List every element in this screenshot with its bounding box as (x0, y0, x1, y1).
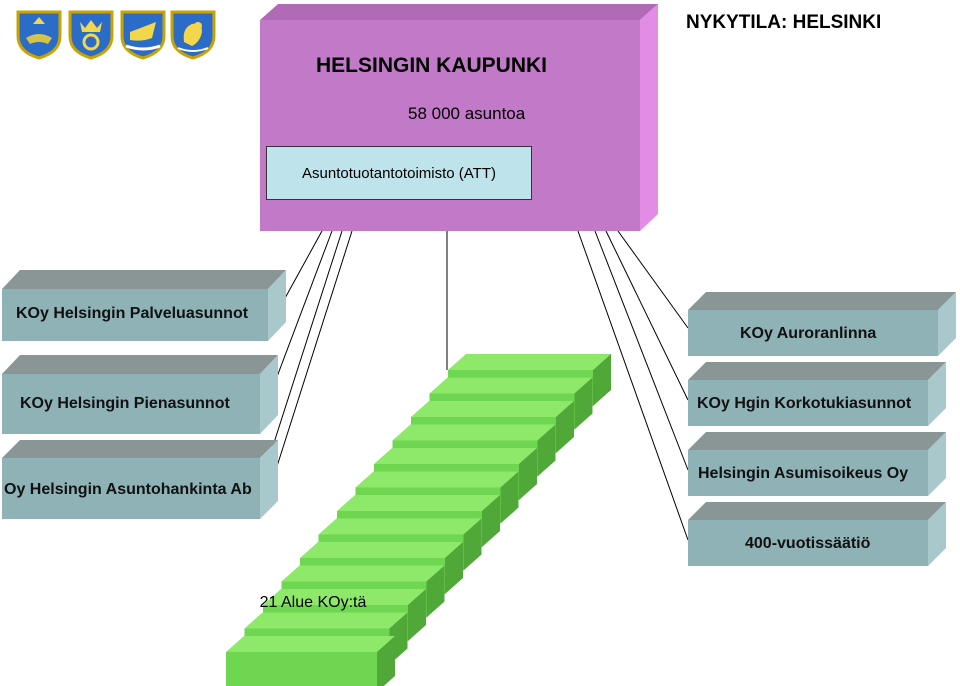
crests (16, 10, 216, 60)
right-box-2 (688, 362, 946, 426)
main-box-subtitle: 58 000 asuntoa (408, 104, 526, 123)
area-companies-stack (226, 354, 611, 686)
area-company-box (226, 636, 395, 686)
connector-line (577, 230, 689, 541)
right-box-1 (688, 292, 956, 356)
connector-line (617, 230, 689, 329)
connector-line (261, 230, 343, 481)
squirrel-crest-icon (170, 10, 216, 60)
left-boxes (2, 270, 286, 519)
connector-line (605, 230, 689, 401)
connector-line (283, 230, 323, 301)
connector-line (271, 230, 333, 391)
main-box-top (260, 4, 658, 20)
ship-crest-icon (120, 10, 166, 60)
crown-crest-icon (68, 10, 114, 60)
main-box-title: HELSINGIN KAUPUNKI (316, 54, 548, 77)
connector-line (594, 230, 689, 471)
page-title: NYKYTILA: HELSINKI (686, 12, 882, 33)
connector-lines (261, 230, 689, 541)
right-company-3: Helsingin Asumisoikeus Oy (698, 465, 909, 482)
left-company-2: KOy Helsingin Pienasunnot (20, 395, 230, 412)
connector-line (271, 230, 353, 483)
left-box-1 (2, 270, 286, 341)
left-box-2 (2, 355, 278, 434)
helsinki-crest-icon (16, 10, 62, 60)
right-box-4 (688, 502, 946, 566)
area-companies-label: 21 Alue KOy:tä (259, 594, 367, 611)
left-company-1: KOy Helsingin Palveluasunnot (16, 305, 249, 322)
office-box: Asuntotuotantotoimisto (ATT) (266, 146, 532, 200)
left-company-3: Oy Helsingin Asuntohankinta Ab (4, 481, 252, 498)
left-box-3 (2, 440, 278, 519)
right-boxes (688, 292, 956, 566)
right-company-1: KOy Auroranlinna (740, 325, 877, 342)
right-box-3 (688, 432, 946, 496)
right-company-2: KOy Hgin Korkotukiasunnot (697, 395, 912, 412)
right-company-4: 400-vuotissäätiö (745, 535, 871, 552)
main-box-side (640, 4, 658, 231)
